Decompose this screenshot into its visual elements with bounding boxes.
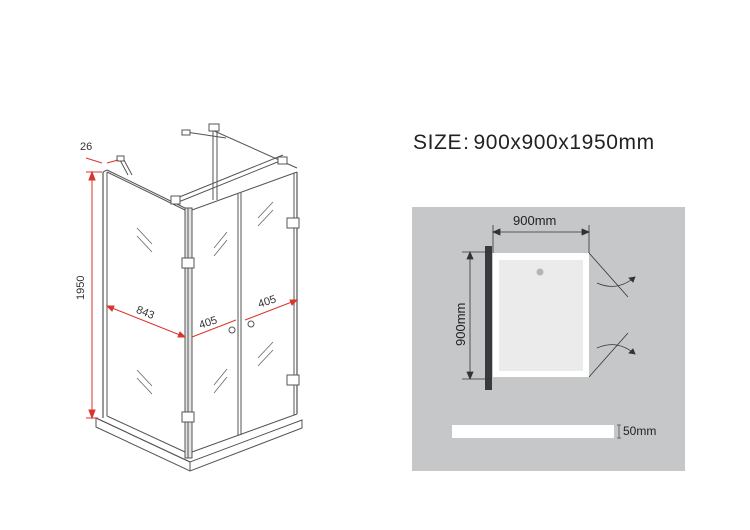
dim-profile-26: 26 bbox=[80, 141, 93, 153]
size-separator: : bbox=[463, 131, 470, 154]
door-knob-left bbox=[228, 326, 236, 334]
door-knob-right bbox=[247, 320, 255, 328]
plan-view-panel: 900mm 900mm 50mm bbox=[412, 207, 685, 471]
hinge bbox=[181, 411, 195, 423]
shower-tray-inner bbox=[499, 260, 583, 371]
dim-height-1950: 1950 bbox=[75, 275, 87, 300]
dimension-lines bbox=[85, 157, 299, 420]
plan-width-label: 900mm bbox=[513, 213, 557, 228]
drain-icon bbox=[536, 268, 544, 276]
size-prefix: SIZE bbox=[413, 131, 463, 154]
size-value: 900x900x1950mm bbox=[473, 131, 655, 154]
shower-tray-base bbox=[95, 417, 303, 472]
wall bbox=[485, 246, 492, 390]
size-title: SIZE:900x900x1950mm bbox=[413, 131, 655, 155]
hinge bbox=[286, 217, 300, 229]
tray-height-label: 50mm bbox=[623, 424, 657, 438]
tray-side-profile bbox=[452, 425, 614, 438]
plan-view-drawing bbox=[452, 225, 636, 439]
hinge bbox=[286, 374, 300, 386]
plan-depth-label: 900mm bbox=[453, 302, 468, 346]
hinge bbox=[181, 257, 195, 269]
